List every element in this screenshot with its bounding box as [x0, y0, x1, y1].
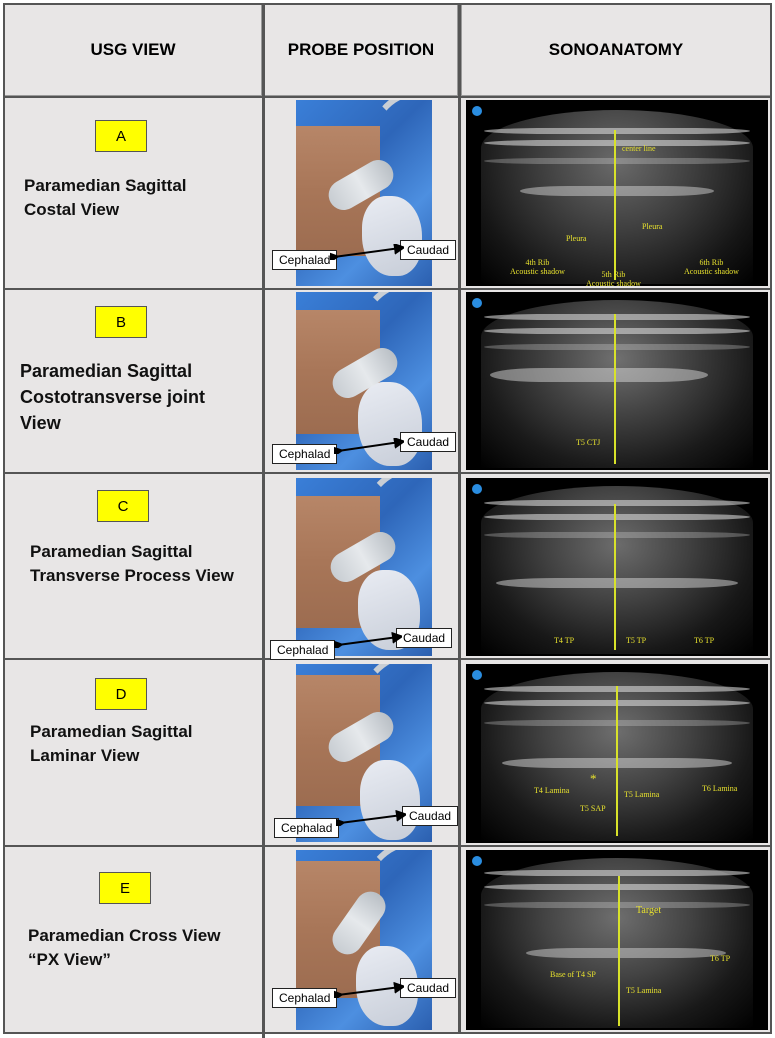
ultrasound-image-e: Target Base of T4 SP T5 Lamina T6 TP	[466, 850, 768, 1030]
ultrasound-image-d: T4 Lamina * T5 SAP T5 Lamina T6 Lamina	[466, 664, 768, 843]
caudad-label-c: Caudad	[396, 628, 453, 648]
cephalad-label-a: Cephalad	[272, 250, 338, 270]
annotation-base-t4-sp: Base of T4 SP	[550, 970, 596, 979]
view-badge-a: A	[95, 120, 147, 152]
annotation-t4-tp: T4 TP	[554, 636, 575, 645]
ultrasound-image-c: T4 TP T5 TP T6 TP	[466, 478, 768, 656]
view-title-b: Paramedian Sagittal Costotransverse join…	[20, 361, 206, 433]
view-badge-e: E	[99, 872, 151, 904]
view-badge-d: D	[95, 678, 147, 710]
view-title-c: Paramedian Sagittal Transverse Process V…	[30, 542, 234, 585]
probe-photo-a	[296, 100, 432, 286]
cephalad-label-c: Cephalad	[270, 640, 336, 660]
annotation-t6-lamina: T6 Lamina	[702, 784, 738, 793]
grid-line-h3	[3, 472, 772, 474]
direction-arrow-e	[334, 982, 404, 998]
annotation-target: Target	[636, 905, 662, 916]
header-probe-position-label: PROBE POSITION	[287, 40, 435, 59]
annotation-asterisk: *	[590, 771, 597, 786]
grid-line-v3	[770, 4, 772, 1034]
annotation-t5-ctj: T5 CTJ	[576, 438, 601, 447]
view-badge-b: B	[95, 306, 147, 338]
cephalad-label-e: Cephalad	[272, 988, 338, 1008]
grid-line-v2	[458, 4, 461, 1034]
annotation-4th-rib: 4th Rib Acoustic shadow	[510, 258, 565, 276]
view-title-d: Paramedian Sagittal Laminar View	[30, 722, 193, 765]
annotation-6th-rib: 6th Rib Acoustic shadow	[684, 258, 739, 276]
annotation-t5-sap: T5 SAP	[580, 804, 606, 813]
grid-line-v0	[3, 4, 5, 1034]
probe-photo-c	[296, 478, 432, 656]
annotation-pleura-2: Pleura	[642, 222, 663, 231]
annotation-t6-tp-e: T6 TP	[710, 954, 731, 963]
header-sonoanatomy-label: SONOANATOMY	[548, 40, 684, 59]
annotation-t5-tp: T5 TP	[626, 636, 647, 645]
header-usg-view: USG VIEW	[4, 4, 262, 96]
grid-line-v1	[262, 4, 265, 1038]
header-sonoanatomy: SONOANATOMY	[461, 4, 771, 96]
cephalad-label-b: Cephalad	[272, 444, 338, 464]
caudad-label-d: Caudad	[402, 806, 459, 826]
view-title-e: Paramedian Cross View “PX View”	[28, 926, 221, 969]
caudad-label-a: Caudad	[400, 240, 457, 260]
grid-line-h4	[3, 658, 772, 660]
caudad-label-e: Caudad	[400, 978, 457, 998]
annotation-t5-lamina: T5 Lamina	[624, 790, 660, 799]
direction-arrow-d	[336, 810, 406, 826]
ultrasound-image-a: center line Pleura Pleura 4th Rib Acoust…	[466, 100, 768, 286]
header-usg-view-label: USG VIEW	[90, 40, 176, 59]
grid-line-h6	[3, 1032, 772, 1034]
direction-arrow-b	[334, 438, 404, 454]
cephalad-label-d: Cephalad	[274, 818, 340, 838]
annotation-center-line: center line	[622, 144, 656, 153]
header-probe-position: PROBE POSITION	[264, 4, 458, 96]
annotation-5th-rib: 5th Rib Acoustic shadow	[586, 270, 641, 286]
view-title-a: Paramedian Sagittal Costal View	[24, 176, 187, 219]
grid-line-h1	[3, 96, 772, 98]
annotation-t5-lamina-e: T5 Lamina	[626, 986, 662, 995]
annotation-t6-tp: T6 TP	[694, 636, 715, 645]
annotation-t4-lamina: T4 Lamina	[534, 786, 570, 795]
direction-arrow-a	[330, 244, 404, 260]
grid-line-h2	[3, 288, 772, 290]
view-badge-c: C	[97, 490, 149, 522]
ultrasound-image-b: T5 CTJ	[466, 292, 768, 470]
caudad-label-b: Caudad	[400, 432, 457, 452]
annotation-pleura-1: Pleura	[566, 234, 587, 243]
grid-line-h0	[3, 3, 772, 5]
grid-line-h5	[3, 845, 772, 847]
direction-arrow-c	[334, 632, 402, 648]
